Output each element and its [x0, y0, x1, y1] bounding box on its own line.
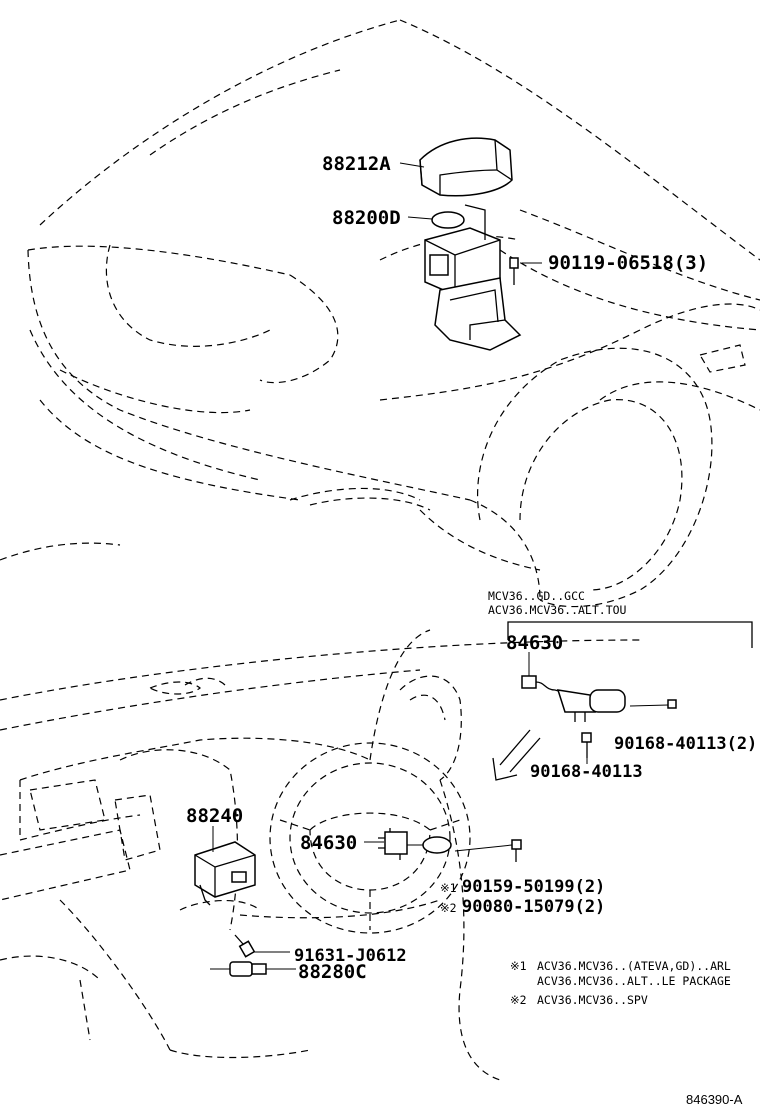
part-88240-module[interactable] — [194, 841, 256, 906]
note-1-mark: ※1 — [510, 959, 527, 973]
label-88212A: 88212A — [322, 153, 391, 175]
part-90159-bolt[interactable] — [511, 839, 522, 862]
note-2-line-1: ACV36.MCV36..SPV — [537, 993, 648, 1007]
part-bracket[interactable] — [434, 277, 522, 351]
label-90080-15079: 90080-15079(2) — [462, 897, 605, 917]
label-90159-50199: 90159-50199(2) — [462, 877, 605, 897]
inset-bracket — [507, 621, 753, 648]
label-90168-40113-2: 90168-40113(2) — [614, 734, 757, 754]
diagram-reference: 846390-A — [686, 1092, 743, 1107]
leader-88212A — [399, 162, 425, 168]
car-body-outline — [0, 19, 760, 608]
part-84630-switch-wheel[interactable] — [378, 828, 452, 860]
note-2-mark: ※2 — [510, 993, 527, 1007]
note-1-line-1: ACV36.MCV36..(ATEVA,GD)..ARL — [537, 959, 731, 973]
label-88200D: 88200D — [332, 207, 401, 229]
leader-88200D — [407, 216, 433, 220]
part-90168-bolt-2[interactable] — [629, 699, 677, 709]
part-91631-bolt[interactable] — [234, 934, 256, 958]
condition-line-1: MCV36..GD..GCC — [488, 589, 585, 603]
dashboard-outline — [0, 629, 641, 1081]
label-84630-top: 84630 — [506, 632, 563, 654]
part-88212A-cover[interactable] — [419, 137, 513, 197]
leader-90159 — [454, 844, 513, 852]
label-88280C: 88280C — [298, 961, 367, 983]
mark-2: ※2 — [440, 901, 457, 915]
steering-wheel — [269, 742, 471, 934]
label-84630-mid: 84630 — [300, 832, 357, 854]
mark-1: ※1 — [440, 881, 457, 895]
note-1-line-2: ACV36.MCV36..ALT..LE PACKAGE — [537, 974, 731, 988]
label-90119-06518: 90119-06518(3) — [548, 252, 708, 274]
label-90168-40113: 90168-40113 — [530, 762, 643, 782]
label-88240: 88240 — [186, 805, 243, 827]
label-91631-J0612: 91631-J0612 — [294, 946, 407, 966]
part-88280C-sensor[interactable] — [210, 961, 267, 977]
part-84630-switch-inset[interactable] — [521, 675, 626, 722]
direction-arrow — [492, 729, 541, 781]
condition-line-2: ACV36.MCV36..ALT.TOU — [488, 603, 627, 617]
part-90168-bolt[interactable] — [581, 732, 592, 758]
part-90119-bolt[interactable] — [509, 257, 519, 285]
